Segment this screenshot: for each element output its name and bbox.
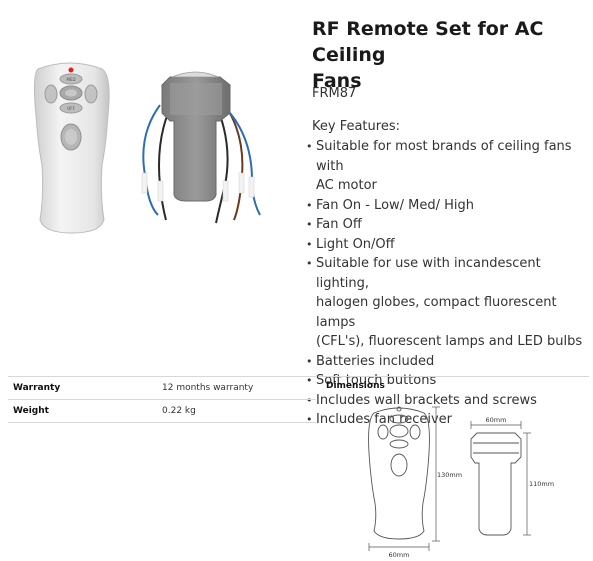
bullet-icon: • [306, 218, 313, 231]
product-title: RF Remote Set for AC Ceiling Fans [312, 16, 592, 94]
feature-item: •Fan Off [306, 215, 593, 235]
bullet-icon: • [306, 257, 313, 270]
remote-control-image: MED OFF [33, 62, 110, 234]
feature-text: Suitable for most brands of ceiling fans… [316, 139, 572, 174]
feature-text: AC motor [316, 178, 377, 193]
feature-text: Includes fan receiver [316, 412, 452, 427]
bullet-icon: • [306, 140, 313, 153]
features-list: •Suitable for most brands of ceiling fan… [306, 137, 593, 430]
fan-receiver-image [141, 71, 261, 224]
receiver-outline-drawing [470, 432, 522, 536]
product-sku: FRM87 [312, 86, 357, 101]
bullet-icon: • [306, 374, 313, 387]
feature-text: (CFL's), fluorescent lamps and LED bulbs [316, 334, 583, 349]
feature-item: •Fan On - Low/ Med/ High [306, 196, 593, 216]
product-photo: MED OFF [33, 62, 261, 234]
feature-text: Includes wall brackets and screws [316, 392, 537, 408]
indicator-light [68, 67, 74, 73]
feature-text: halogen globes, compact fluorescent lamp… [316, 295, 557, 330]
receiver-width-label: 60mm [486, 416, 507, 424]
bullet-icon: • [306, 413, 313, 426]
feature-item: •Includes fan receiver [306, 410, 593, 430]
dimensions-drawing: 130mm 60mm 60mm 110mm [368, 406, 554, 559]
features-heading: Key Features: [312, 119, 400, 134]
receiver-height-label: 110mm [529, 480, 554, 488]
feature-item: •Suitable for most brands of ceiling fan… [306, 137, 593, 196]
feature-text: Fan On - Low/ Med/ High [316, 197, 475, 213]
off-button-label: OFF [67, 106, 75, 111]
product-title-line-1: RF Remote Set for AC Ceiling [312, 18, 544, 66]
bullet-icon: • [306, 393, 313, 407]
bullet-icon: • [306, 354, 313, 368]
feature-text: Fan Off [316, 217, 362, 232]
remote-outline-drawing [368, 406, 430, 540]
remote-width-label: 60mm [389, 551, 410, 559]
spec-label: Weight [13, 406, 49, 416]
product-title-line-2: Fans [312, 70, 362, 92]
dimensions-panel: Dimensions 130mm 60mm [319, 376, 589, 559]
spec-row: Warranty 12 months warranty [8, 376, 316, 399]
med-button-label: MED [66, 77, 75, 82]
feature-item: •Light On/Off [306, 235, 593, 255]
feature-item: •Includes wall brackets and screws [306, 391, 593, 411]
feature-text: Light On/Off [316, 236, 395, 252]
feature-text: Batteries included [316, 353, 435, 369]
dimensions-title: Dimensions [326, 381, 385, 391]
remote-height-label: 130mm [437, 471, 462, 479]
bullet-icon: • [306, 198, 313, 212]
feature-item: •Suitable for use with incandescent ligh… [306, 254, 593, 352]
spec-value: 12 months warranty [162, 383, 254, 393]
spec-label: Warranty [13, 383, 61, 393]
spec-value: 0.22 kg [162, 406, 196, 416]
feature-text: Suitable for use with incandescent light… [316, 256, 541, 291]
feature-item: •Batteries included [306, 352, 593, 372]
spec-row: Weight 0.22 kg [8, 399, 316, 423]
bullet-icon: • [306, 237, 313, 251]
